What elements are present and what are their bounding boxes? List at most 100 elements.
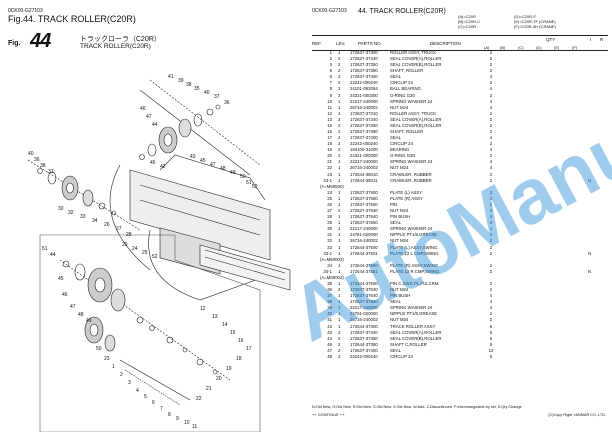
row-description: SEAL [390,74,401,80]
row-ref: 1 [329,50,332,55]
callout-number: 21 [206,386,212,392]
col-i: I [590,37,592,42]
row-part-number: 22217-240000 [350,159,378,165]
row-part-number: 24101-062094 [350,86,378,92]
row-ref: 20 [327,153,332,159]
callout-number: 30 [58,206,64,212]
left-doc-code: 0CK00-G27103 [8,8,43,14]
row-description: SPRING WASHER 24 [390,305,433,311]
row-description: PLATE (L) ASSY,SWING [390,244,438,250]
model-legend-right: (D)=C20R-F (E)=C20R-7F (CRANE) (F)=C20R-… [514,14,556,29]
row-part-number: 172644-37560 [350,262,378,268]
row-qty-a: 2 [489,129,493,135]
row-qty-a: 4 [489,220,493,226]
callout-number: 52 [252,184,258,190]
callout-number: 51 [246,180,252,186]
row-part-number: 26716-240002 [350,317,378,323]
callout-number: 48 [78,312,84,318]
parts-list-title: 44. TRACK ROLLER(C20R) [358,8,446,15]
callout-number: 16 [238,338,244,344]
row-qty-a: 2 [489,238,493,244]
row-qty-a: 2 [489,171,493,177]
row-level: 1 [338,244,341,250]
row-description: PLATE (R) ASSY,SWING [390,262,439,268]
row-level: 2 [338,335,341,341]
row-ref: 16 [327,129,332,135]
row-part-number: 24321-000300 [350,92,378,98]
callout-number: 2 [120,372,123,378]
row-ref: 13 [327,116,332,122]
row-ref: 10 [327,98,332,104]
callout-number: 19 [226,366,232,372]
row-description: SPRING WASHER 24 [390,159,433,165]
row-level: 1 [338,317,341,323]
row-part-number: 172644-37501 [350,250,378,256]
row-part-number: 172637-37350 [350,62,378,68]
row-ref: 39 [327,305,332,311]
row-level: 2 [338,74,341,80]
row-ref: 33 [327,244,332,250]
row-level: 2 [338,329,341,335]
row-indicator: N [588,177,592,183]
row-part-number: 26716-240002 [350,165,378,171]
callout-number: 47 [70,304,76,310]
row-ref: 43 [327,329,332,335]
row-ref: 17 [327,135,332,141]
row-description: SEAL [390,135,401,141]
row-description: NUT M24 [390,208,409,214]
row-part-number: 172637-37400 [350,74,378,80]
row-ref: 15 [327,122,332,128]
callout-number: 52 [152,254,158,260]
qty-col-b: (B) [500,45,506,50]
callout-number: 27 [116,226,122,232]
row-description: SEAL [390,299,401,305]
row-ref: 12 [327,110,332,116]
row-ref: 41 [327,317,332,323]
callout-number: 4 [136,388,139,394]
row-level: 1 [338,159,341,165]
row-qty-a: 2 [489,122,493,128]
row-level: 2 [338,116,341,122]
row-part-number: 172637-37310 [350,110,378,116]
model-e: (E)=C20R-7F (CRANE) [514,19,556,24]
row-level: 1 [338,220,341,226]
row-part-number: 172644-37300 [350,323,378,329]
row-qty-a: 2 [489,141,493,147]
row-ref: 6 [329,74,332,80]
exploded-parts-diagram: 4139383540373646474445424345474849505152… [27,74,291,432]
row-part-number: 172637-37560 [350,195,378,201]
col-r: R [600,37,604,42]
row-qty-a: 2 [489,116,493,122]
callout-number: 15 [230,330,236,336]
callout-number: 24 [132,246,138,252]
table-note: (A=M60930) [306,184,612,190]
row-description: PIN [390,201,398,207]
table-note: (A=M60003) [306,275,612,281]
row-description: PLATE 12 R CMP,SWING [390,268,440,274]
row-level: 1 [338,232,341,238]
callout-numbers: 4139383540373646474445424345474849505152… [28,74,258,430]
row-ref: 21 [327,159,332,165]
right-page: 0CK00-G27103 44. TRACK ROLLER(C20R) (A)=… [306,0,612,432]
row-description: TRACK ROLLER ASSY [390,323,436,329]
col-parts-no: PARTS NO. [358,41,382,46]
row-ref: 28 [327,214,332,220]
row-description: SHAFT C,ROLLER [390,341,427,347]
figure-title-en: TRACK ROLLER(C20R) [80,43,151,50]
row-part-number: 22217-240000 [350,305,378,311]
row-level: 2 [338,92,341,98]
row-level: 2 [338,353,341,359]
callout-number: 44 [152,122,158,128]
row-qty-a: 2 [489,177,493,183]
row-description: NUT M24 [390,317,409,323]
